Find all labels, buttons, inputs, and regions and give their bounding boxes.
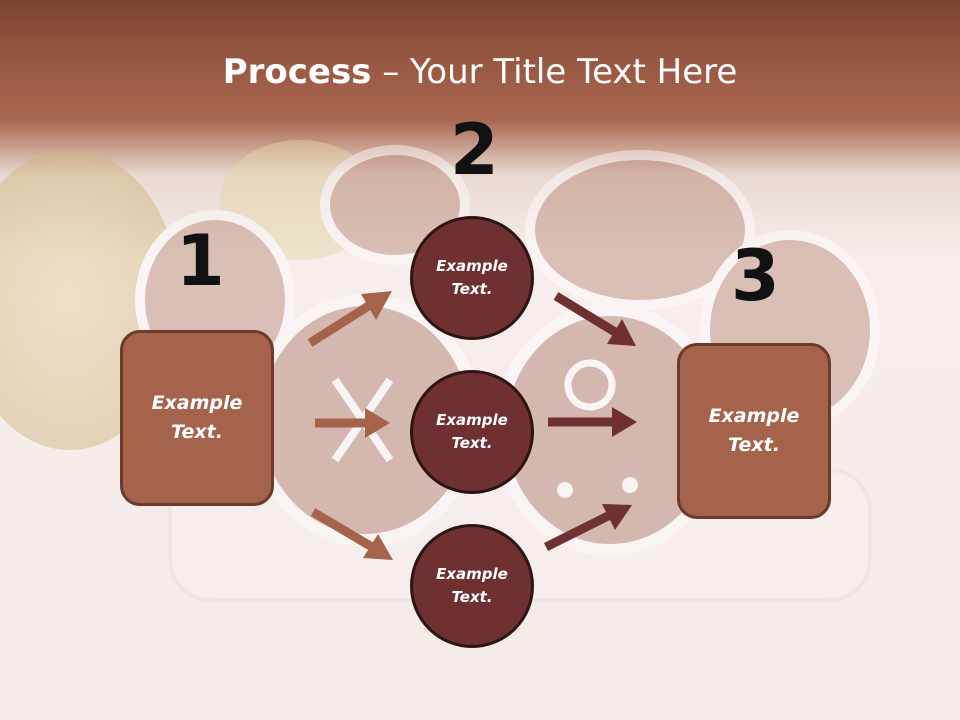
- title-bold: Process: [222, 52, 372, 92]
- arrow-left-to-middle: [315, 408, 390, 438]
- step-number-1: 1: [176, 220, 225, 302]
- right-process-box: Example Text.: [677, 343, 831, 519]
- slide-title: Process – Your Title Text Here: [0, 52, 960, 92]
- step-number-2: 2: [450, 109, 499, 191]
- title-rest: – Your Title Text Here: [371, 52, 738, 92]
- process-circle-bottom: Example Text.: [410, 524, 534, 648]
- arrow-bottom-to-right: [543, 504, 632, 552]
- arrow-left-to-bottom: [310, 508, 393, 560]
- arrow-middle-to-right: [548, 407, 637, 437]
- process-circle-middle: Example Text.: [410, 370, 534, 494]
- left-process-box: Example Text.: [120, 330, 274, 506]
- arrow-top-to-right: [553, 292, 636, 346]
- step-number-3: 3: [731, 235, 780, 317]
- arrow-left-to-top: [307, 291, 392, 347]
- process-circle-top: Example Text.: [410, 216, 534, 340]
